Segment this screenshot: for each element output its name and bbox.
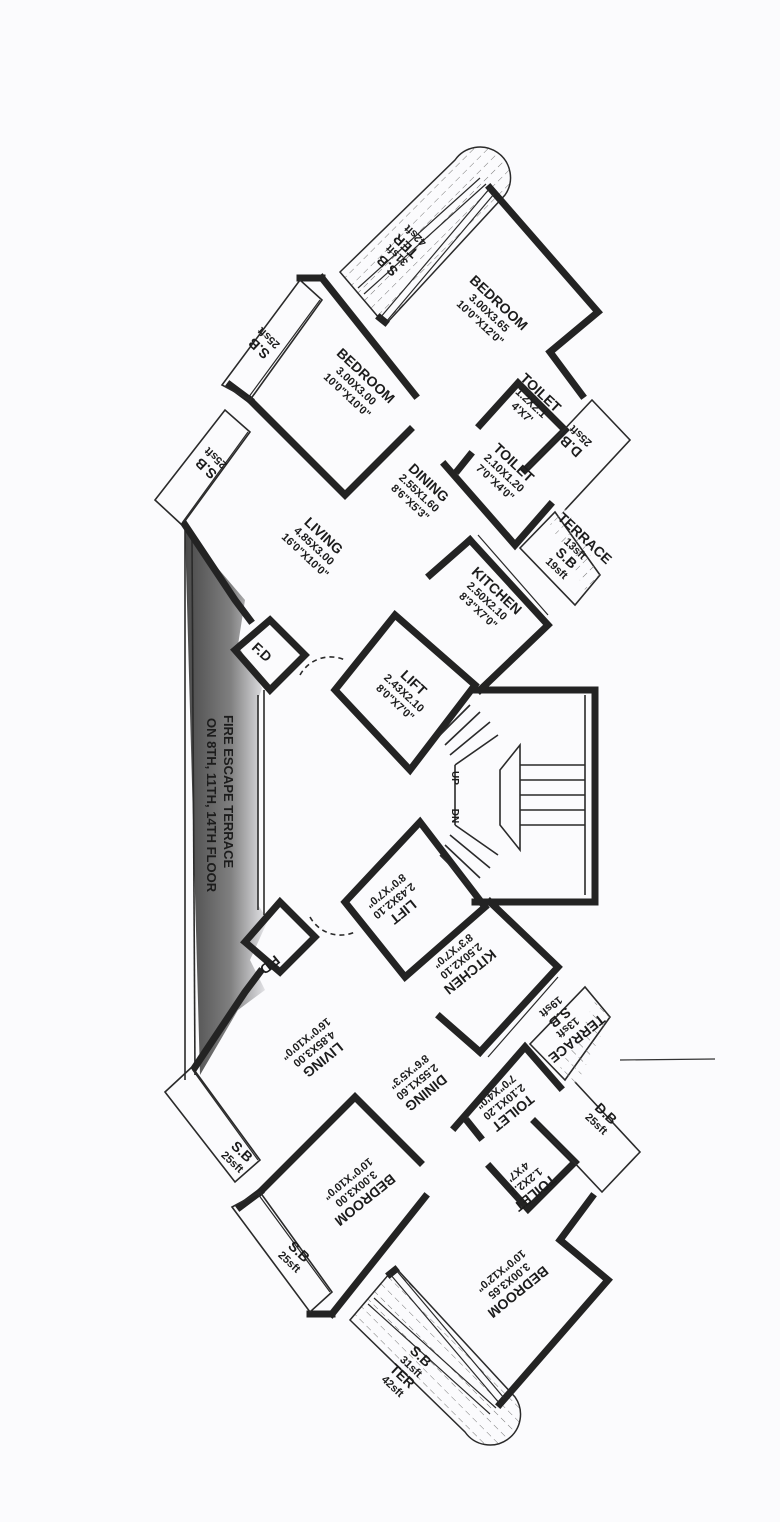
stair-up-label: UP [449, 771, 460, 785]
fire-door [230, 615, 310, 696]
fire-escape-label-line1: FIRE ESCAPE TERRACE [221, 715, 236, 868]
upper-unit-room-label: F.D [249, 639, 275, 665]
fire-escape-label-line2: ON 8TH, 11TH, 14TH FLOOR [204, 718, 219, 893]
upper-unit-walls [153, 146, 632, 776]
stair-down-label: DN [449, 809, 460, 823]
room-name: F.D [249, 639, 275, 665]
terrace-balcony [338, 146, 512, 327]
staircase [439, 686, 599, 906]
scan-mark [619, 1058, 716, 1061]
